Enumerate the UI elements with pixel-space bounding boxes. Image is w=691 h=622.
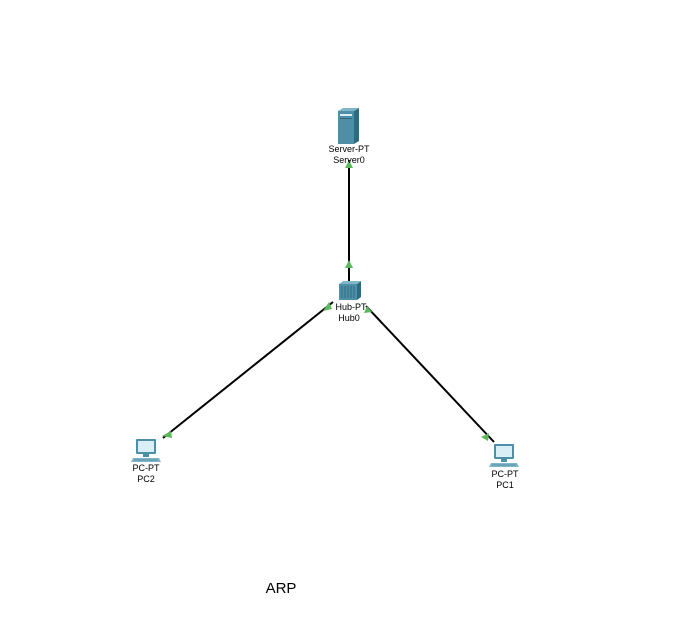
device-pc1[interactable]: PC-PT PC1 — [489, 444, 519, 490]
device-model-label: PC-PT — [133, 463, 161, 473]
pc-icon — [131, 439, 161, 462]
hub-icon — [339, 281, 361, 300]
device-hub0[interactable]: Hub-PT Hub0 — [335, 281, 367, 323]
link-up-indicator — [345, 160, 353, 168]
link-up-indicator — [162, 431, 172, 438]
pc-icon — [489, 444, 519, 467]
device-name-label: Hub0 — [338, 313, 360, 323]
device-model-label: PC-PT — [492, 469, 520, 479]
server-icon — [338, 108, 359, 144]
link-hub0-pc1[interactable] — [365, 305, 495, 443]
link-up-indicator — [364, 306, 372, 313]
device-server0[interactable]: Server-PT Server0 — [328, 108, 370, 165]
device-model-label: Server-PT — [328, 144, 370, 154]
link-up-indicator — [481, 433, 489, 441]
link-hub0-pc2[interactable] — [162, 301, 334, 439]
device-pc2[interactable]: PC-PT PC2 — [131, 439, 161, 484]
canvas-note[interactable]: ARP — [266, 580, 297, 597]
device-name-label: PC1 — [496, 480, 514, 490]
device-model-label: Hub-PT — [335, 302, 367, 312]
link-up-indicator — [323, 302, 332, 311]
device-name-label: Server0 — [333, 155, 365, 165]
link-up-indicator — [345, 260, 353, 268]
device-name-label: PC2 — [137, 474, 155, 484]
